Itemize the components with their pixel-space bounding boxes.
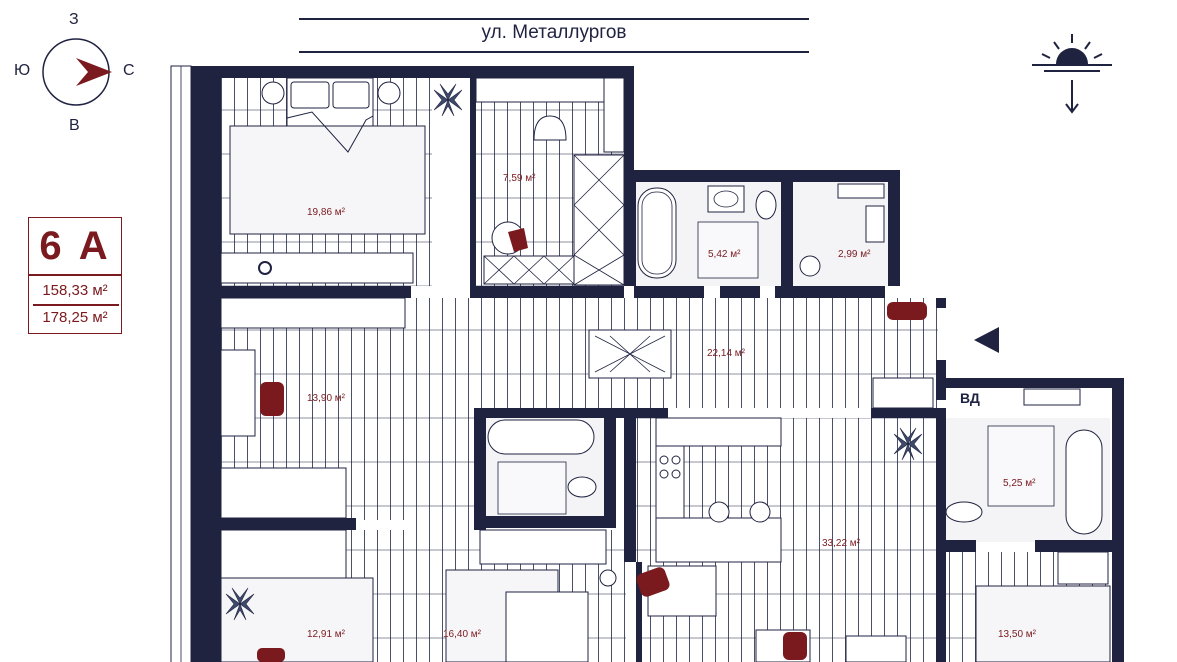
street-line-top bbox=[299, 18, 809, 20]
unit-info-box: 6 А 158,33 м² 178,25 м² bbox=[28, 217, 122, 334]
unit-area-total: 178,25 м² bbox=[42, 309, 108, 326]
room-area-bathroom-2: 5,25 м² bbox=[1003, 478, 1036, 489]
unit-name: 6 А bbox=[39, 224, 111, 268]
compass-north-label: З bbox=[69, 11, 79, 28]
unit-area-living: 158,33 м² bbox=[42, 282, 108, 299]
room-area-bedroom-4: 13,50 м² bbox=[998, 629, 1037, 640]
room-area-wc-1: 2,99 м² bbox=[838, 249, 871, 260]
room-area-wardrobe: 7,59 м² bbox=[503, 173, 536, 184]
shaft-label: ВД bbox=[960, 390, 980, 406]
compass-east-label: С bbox=[123, 62, 135, 79]
unit-separator-2 bbox=[33, 304, 119, 306]
compass-south-label: В bbox=[69, 117, 80, 134]
street-name: ул. Металлургов bbox=[481, 22, 627, 43]
floor-hall bbox=[410, 298, 938, 408]
room-area-kitchen-living: 33,22 м² bbox=[822, 538, 861, 549]
room-area-bathroom-1: 5,42 м² bbox=[708, 249, 741, 260]
sunrise-icon bbox=[1032, 34, 1112, 114]
street-line-bottom bbox=[299, 51, 809, 53]
room-area-hall: 22,14 м² bbox=[707, 348, 746, 359]
entrance-arrow-icon bbox=[974, 327, 999, 353]
room-area-bedroom-master: 19,86 м² bbox=[307, 207, 346, 218]
room-area-bedroom-3: 16,40 м² bbox=[443, 629, 482, 640]
room-area-bedroom-2: 12,91 м² bbox=[307, 629, 346, 640]
compass-west-label: Ю bbox=[14, 62, 31, 79]
compass-icon bbox=[42, 38, 112, 106]
unit-separator-1 bbox=[29, 274, 121, 276]
room-area-study: 13,90 м² bbox=[307, 393, 346, 404]
